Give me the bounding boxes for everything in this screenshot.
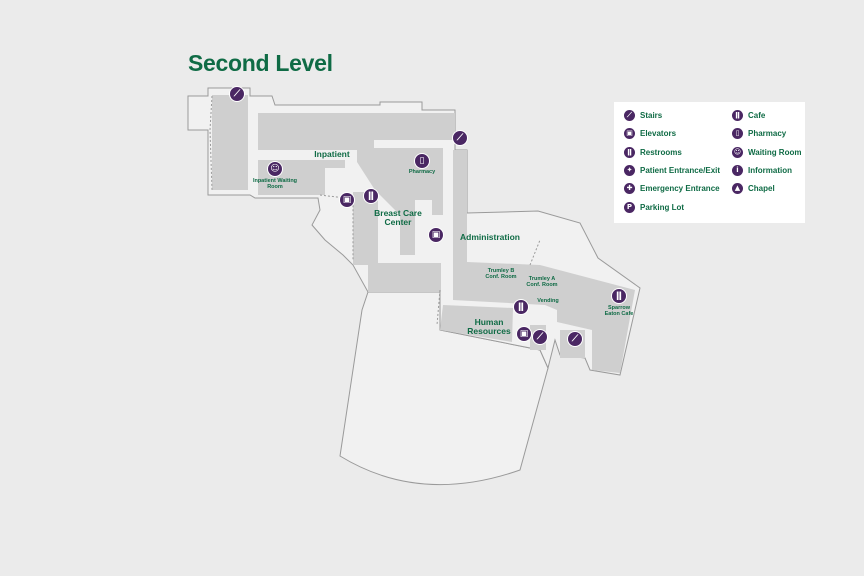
room-pharmacy [357,148,443,255]
cafe-icon[interactable]: ǁ [611,288,627,304]
legend-label: Elevators [640,129,677,138]
label-vending: Vending [537,298,559,304]
label-cafe: Sparrow Eaton Cafe [604,305,634,318]
legend-item-stairs: ⟋ Stairs [624,110,662,121]
legend-label: Patient Entrance/Exit [640,166,721,175]
cafe-icon: ǁ [732,110,743,121]
legend-item-patient-entrance: ✦ Patient Entrance/Exit [624,165,720,176]
legend-item-elevators: ▣ Elevators [624,128,676,139]
stairs-icon[interactable]: ⟋ [567,331,583,347]
stairs-icon[interactable]: ⟋ [532,329,548,345]
dashed-boundary [319,194,354,260]
elevator-icon[interactable]: ▣ [516,326,532,342]
label-pharmacy: Pharmacy [408,169,436,175]
legend-label: Chapel [748,184,775,193]
restroom-icon[interactable]: ǁ [363,188,379,204]
legend: ⟋ Stairs ▣ Elevators ǁ Restrooms ✦ Patient E… [614,102,805,223]
legend-label: Emergency Entrance [640,184,720,193]
dashed-boundary [436,289,441,326]
label-inpatient: Inpatient [314,149,350,159]
label-human-resources: Human Resources [467,317,511,337]
legend-item-restrooms: ǁ Restrooms [624,147,682,158]
dashed-boundary [529,239,541,266]
label-trumley-a: Trumley A Conf. Room [526,276,558,289]
stairs-icon[interactable]: ⟋ [229,86,245,102]
legend-item-cafe: ǁ Cafe [732,110,765,121]
legend-item-pharmacy: ▯ Pharmacy [732,128,786,139]
elevator-icon: ▣ [624,128,635,139]
waiting-room-icon: ☺ [732,147,743,158]
label-trumley-b: Trumley B Conf. Room [485,268,517,281]
legend-item-chapel: ▲ Chapel [732,183,775,194]
pharmacy-icon: ▯ [732,128,743,139]
label-inpatient-waiting: Inpatient Waiting Room [252,178,298,191]
room-human-resources [440,305,513,342]
legend-label: Restrooms [640,148,682,157]
legend-item-information: i Information [732,165,792,176]
label-breast-care: Breast Care Center [374,208,422,228]
legend-item-emergency: ✚ Emergency Entrance [624,183,720,194]
legend-label: Parking Lot [640,203,685,212]
restroom-icon[interactable]: ǁ [513,299,529,315]
elevator-icon[interactable]: ▣ [339,192,355,208]
room-breast-care [353,192,378,265]
page-title: Second Level [188,50,333,76]
stairs-icon: ⟋ [624,110,635,121]
pharmacy-icon[interactable]: ▯ [414,153,430,169]
legend-label: Waiting Room [748,148,802,157]
stairs-icon[interactable]: ⟋ [452,130,468,146]
legend-label: Cafe [748,111,766,120]
legend-label: Information [748,166,792,175]
patient-entrance-icon: ✦ [624,165,635,176]
emergency-icon: ✚ [624,183,635,194]
legend-label: Stairs [640,111,663,120]
chapel-icon: ▲ [732,183,743,194]
room-breast-care-lower [368,263,441,292]
room-top-corridor [258,113,455,150]
legend-item-waiting-room: ☺ Waiting Room [732,147,801,158]
parking-icon: P [624,202,635,213]
room-administration [453,150,635,373]
room-left-wing [212,95,248,190]
elevator-icon[interactable]: ▣ [428,227,444,243]
legend-item-parking: P Parking Lot [624,202,684,213]
information-icon: i [732,165,743,176]
legend-label: Pharmacy [748,129,787,138]
label-administration: Administration [460,232,520,242]
waiting-room-icon[interactable]: ☺ [267,161,283,177]
restroom-icon: ǁ [624,147,635,158]
